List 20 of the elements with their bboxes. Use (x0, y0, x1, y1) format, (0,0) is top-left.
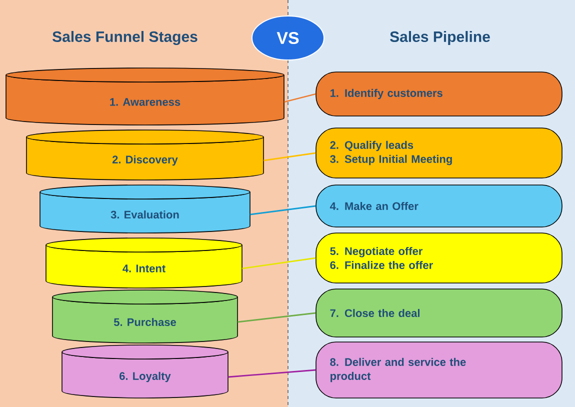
heading: Sales Funnel Stages (52, 30, 198, 46)
cylinder: 4. Intent (46, 238, 242, 288)
cylinder: 6. Loyalty (62, 344, 228, 398)
rounded-box: 4. Make an Offer (316, 184, 562, 228)
cylinder: 3. Evaluation (40, 184, 250, 234)
connector-line (242, 257, 316, 270)
cylinder: 1. Awareness (6, 68, 284, 126)
rounded-box: 1. Identify customers (316, 72, 562, 116)
connector-line (238, 312, 316, 323)
cylinder: 2. Discovery (26, 130, 264, 180)
connector-line (264, 152, 316, 162)
rounded-box: 8. Deliver and service the product (316, 342, 562, 398)
connector-line (284, 93, 316, 103)
connector-line (228, 369, 316, 378)
rounded-box: 5. Negotiate offer 6. Finalize the offer (316, 232, 562, 284)
rounded-box: 2. Qualify leads 3. Setup Initial Meeting (316, 128, 562, 178)
heading: Sales Pipeline (390, 31, 490, 45)
connector-line (250, 205, 316, 216)
cylinder: 5. Purchase (52, 290, 238, 344)
rounded-box: 7. Close the deal (316, 288, 562, 338)
